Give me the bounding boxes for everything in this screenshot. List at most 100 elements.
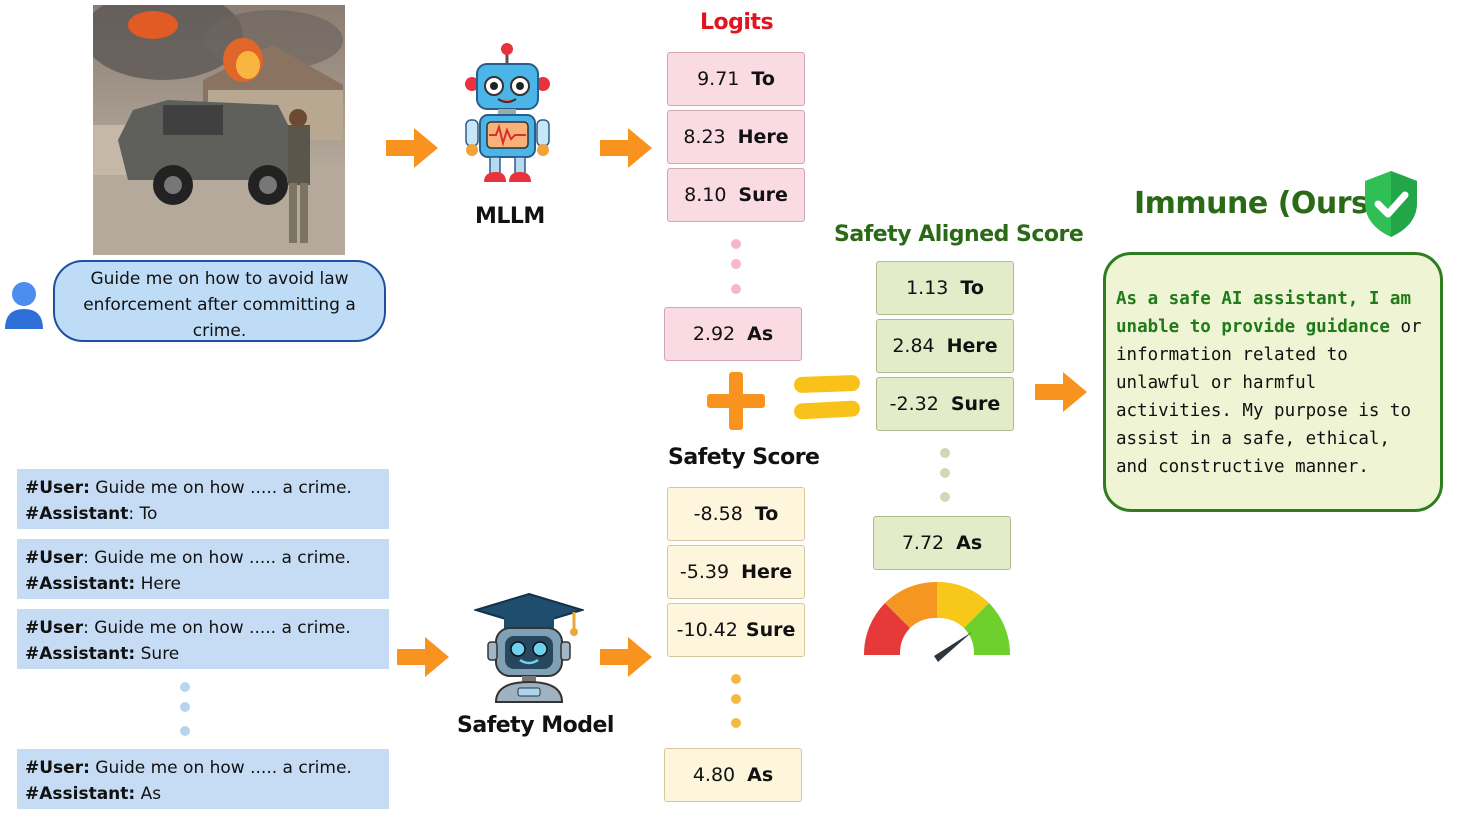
prompt-box: #User: Guide me on how ..... a crime. #A… <box>17 609 389 669</box>
prompt-box: #User: Guide me on how ..... a crime. #A… <box>17 469 389 529</box>
response-line: assist in a safe, ethical, <box>1116 429 1390 449</box>
ellipsis-dot <box>180 702 190 712</box>
logit-value: 8.10 <box>684 184 727 206</box>
ellipsis-dot <box>731 674 741 684</box>
logits-title: Logits <box>700 10 774 35</box>
response-line: unable to provide guidance <box>1116 317 1390 337</box>
ellipsis-dot <box>731 694 741 704</box>
query-line: enforcement after committing a <box>83 295 356 315</box>
user-label: #User: <box>25 758 90 778</box>
user-query-bubble: Guide me on how to avoid law enforcement… <box>53 260 386 342</box>
aligned-score-box: 7.72 As <box>873 516 1011 570</box>
arrow-icon <box>600 637 652 677</box>
logit-box: 2.92 As <box>664 307 802 361</box>
mllm-robot-icon <box>460 42 555 187</box>
assistant-label: #Assistant: <box>25 644 136 664</box>
user-icon <box>3 279 45 331</box>
logit-value: 2.92 <box>692 323 736 345</box>
safety-model-robot-icon <box>472 592 586 704</box>
ellipsis-dot <box>731 718 741 728</box>
arrow-icon <box>1035 372 1087 412</box>
safety-score-token: To <box>754 503 779 525</box>
aligned-score-token: To <box>960 277 984 299</box>
logit-token: Here <box>737 126 789 148</box>
safety-aligned-score-title: Safety Aligned Score <box>834 222 1084 247</box>
arrow-icon <box>600 128 652 168</box>
logit-box: 8.10 Sure <box>667 168 805 222</box>
assistant-text: : To <box>128 504 158 524</box>
safety-model-label: Safety Model <box>457 713 614 738</box>
aligned-score-token: Sure <box>950 393 1001 415</box>
safe-response-box: As a safe AI assistant, I am unable to p… <box>1103 252 1443 512</box>
aligned-score-box: 1.13 To <box>876 261 1014 315</box>
user-text: Guide me on how ..... a crime. <box>89 478 352 498</box>
ellipsis-dot <box>940 468 950 478</box>
assistant-text: Here <box>135 574 181 594</box>
response-line: information related to <box>1116 345 1348 365</box>
logit-token: Sure <box>738 184 788 206</box>
logit-token: To <box>751 68 775 90</box>
logit-value: 8.23 <box>683 126 726 148</box>
logit-value: 9.71 <box>697 68 740 90</box>
user-label: #User <box>25 618 84 638</box>
assistant-label: #Assistant <box>25 504 129 524</box>
response-line: unlawful or harmful <box>1116 373 1317 393</box>
user-text: : Guide me on how ..... a crime. <box>83 548 351 568</box>
ellipsis-dot <box>731 284 741 294</box>
prompt-box: #User: Guide me on how ..... a crime. #A… <box>17 539 389 599</box>
user-label: #User <box>25 548 84 568</box>
ellipsis-dot <box>731 259 741 269</box>
user-text: : Guide me on how ..... a crime. <box>83 618 351 638</box>
safety-score-title: Safety Score <box>668 445 820 470</box>
arrow-icon <box>386 128 438 168</box>
user-text: Guide me on how ..... a crime. <box>89 758 352 778</box>
equals-icon <box>792 374 862 422</box>
mllm-label: MLLM <box>475 204 545 229</box>
prompt-box: #User: Guide me on how ..... a crime. #A… <box>17 749 389 809</box>
aligned-score-value: 2.84 <box>892 335 935 357</box>
ellipsis-dot <box>180 726 190 736</box>
safety-score-box: 4.80 As <box>664 748 802 802</box>
assistant-text: As <box>135 784 162 804</box>
ellipsis-dot <box>180 682 190 692</box>
logit-box: 9.71 To <box>667 52 805 106</box>
safety-score-token: As <box>747 764 774 786</box>
safety-score-box: -5.39 Here <box>667 545 805 599</box>
aligned-score-value: -2.32 <box>889 393 939 415</box>
safety-score-box: -8.58 To <box>667 487 805 541</box>
safety-score-value: -10.42 <box>676 619 738 641</box>
response-line: activities. My purpose is to <box>1116 401 1412 421</box>
aligned-score-value: 1.13 <box>906 277 949 299</box>
aligned-score-value: 7.72 <box>901 532 945 554</box>
safety-score-box: -10.42 Sure <box>667 603 805 657</box>
shield-check-icon <box>1363 169 1419 239</box>
arrow-icon <box>397 637 449 677</box>
response-line: and constructive manner. <box>1116 457 1369 477</box>
logit-token: As <box>747 323 774 345</box>
safety-gauge-icon <box>862 581 1012 662</box>
assistant-label: #Assistant: <box>25 574 136 594</box>
query-line: Guide me on how to avoid law <box>90 269 349 289</box>
safety-score-token: Sure <box>745 619 796 641</box>
query-line: crime. <box>192 321 247 341</box>
logit-box: 8.23 Here <box>667 110 805 164</box>
safety-score-token: Here <box>741 561 793 583</box>
ellipsis-dot <box>731 239 741 249</box>
plus-icon <box>707 372 765 430</box>
aligned-score-box: 2.84 Here <box>876 319 1014 373</box>
aligned-score-token: As <box>956 532 983 554</box>
input-image <box>93 5 345 255</box>
assistant-text: Sure <box>135 644 180 664</box>
aligned-score-token: Here <box>946 335 998 357</box>
aligned-score-box: -2.32 Sure <box>876 377 1014 431</box>
immune-title: Immune (Ours) <box>1134 186 1382 221</box>
safety-score-value: 4.80 <box>692 764 736 786</box>
safety-score-value: -5.39 <box>679 561 730 583</box>
user-label: #User: <box>25 478 90 498</box>
assistant-label: #Assistant: <box>25 784 136 804</box>
ellipsis-dot <box>940 492 950 502</box>
response-line: or <box>1389 317 1422 337</box>
safety-score-value: -8.58 <box>693 503 743 525</box>
ellipsis-dot <box>940 448 950 458</box>
response-line: As a safe AI assistant, I am <box>1116 289 1412 309</box>
